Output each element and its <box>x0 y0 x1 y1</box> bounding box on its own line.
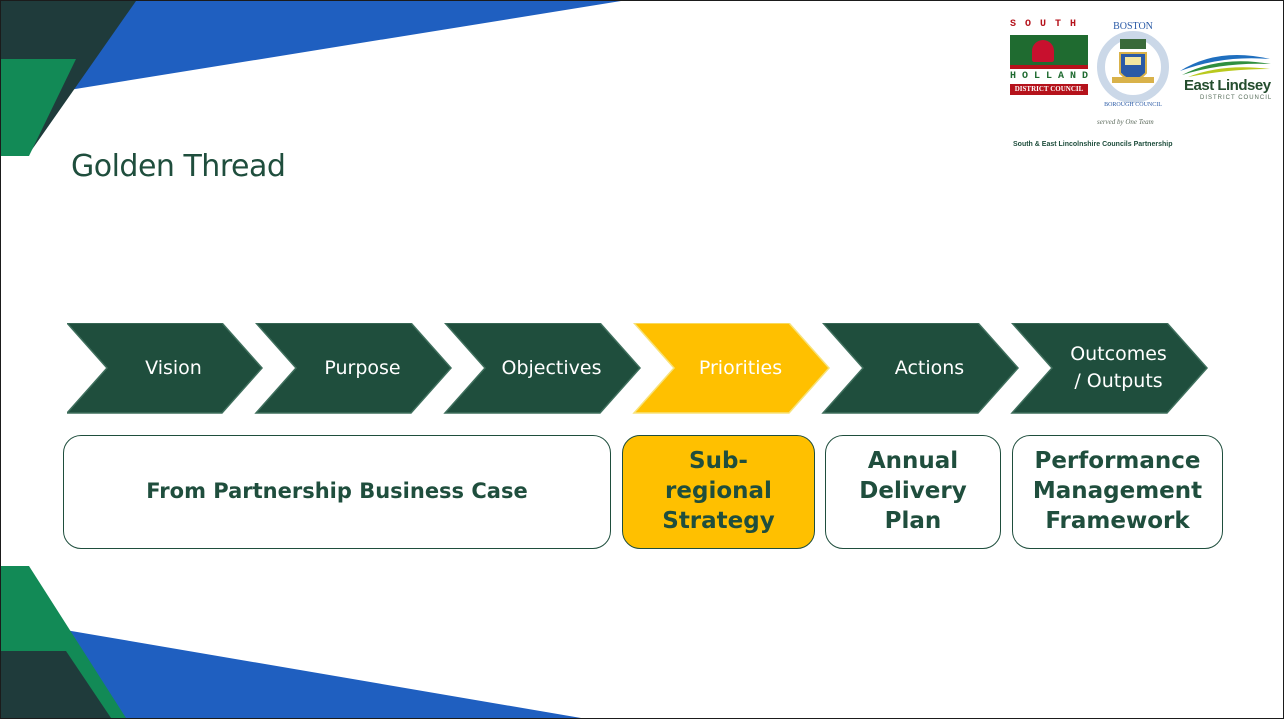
chevron-label-4: Priorities <box>698 356 783 379</box>
source-box-2: Sub- regional Strategy <box>622 435 815 549</box>
chevron-label-6: Outcomes / Outputs <box>1070 343 1167 392</box>
council-logos: SOUTH HOLLAND DISTRICT COUNCIL BOSTON BO… <box>1006 15 1276 155</box>
chevron-label-2: Purpose <box>324 356 401 379</box>
source-box-3: Annual Delivery Plan <box>825 435 1001 549</box>
tulip-icon <box>1032 40 1054 62</box>
east-lindsey-sub: DISTRICT COUNCIL <box>1200 95 1273 101</box>
bottom-dark-corner <box>1 651 111 718</box>
boston-ring-text: BOROUGH COUNCIL <box>1104 102 1162 108</box>
chevron-label-5: Actions <box>894 356 965 379</box>
chevron-label-3: Objectives <box>501 356 602 379</box>
south-holland-emblem <box>1010 35 1088 69</box>
top-green-wedge <box>1 59 76 156</box>
south-holland-bottom-text: DISTRICT COUNCIL <box>1010 84 1088 95</box>
served-by-text: served by One Team <box>1097 118 1154 126</box>
source-box-1-text: From Partnership Business Case <box>146 479 528 504</box>
chevron-1-shape <box>67 323 264 414</box>
south-holland-top-text: SOUTH <box>1010 19 1086 30</box>
source-box-1: From Partnership Business Case <box>63 435 611 549</box>
boston-top-text: BOSTON <box>1113 21 1153 32</box>
partnership-text: South & East Lincolnshire Councils Partn… <box>1013 141 1173 148</box>
east-lindsey-logo: East Lindsey DISTRICT COUNCIL <box>1178 51 1273 101</box>
chevron-5-shape <box>821 323 1020 414</box>
source-box-2-text: Sub- regional Strategy <box>662 448 775 534</box>
chevron-4-shape <box>632 323 831 414</box>
boston-crest-logo: BOSTON BOROUGH COUNCIL <box>1097 21 1169 108</box>
chevron-3-shape <box>443 323 642 414</box>
chevron-6-shape <box>1010 323 1209 414</box>
east-lindsey-name: East Lindsey <box>1184 77 1271 94</box>
chevron-shapes <box>67 323 1209 414</box>
south-holland-logo: SOUTH HOLLAND DISTRICT COUNCIL <box>1006 19 1096 99</box>
source-box-4: Performance Management Framework <box>1012 435 1223 549</box>
page-title: Golden Thread <box>71 149 286 184</box>
south-holland-mid-text: HOLLAND <box>1010 71 1095 82</box>
bottom-blue-band <box>1 619 581 718</box>
source-box-4-text: Performance Management Framework <box>1032 448 1203 534</box>
source-box-3-text: Annual Delivery Plan <box>859 448 967 534</box>
chevron-2-shape <box>254 323 453 414</box>
top-blue-band <box>1 1 621 101</box>
chevron-label-1: Vision <box>145 356 202 379</box>
east-lindsey-swoosh-icon <box>1180 55 1271 77</box>
